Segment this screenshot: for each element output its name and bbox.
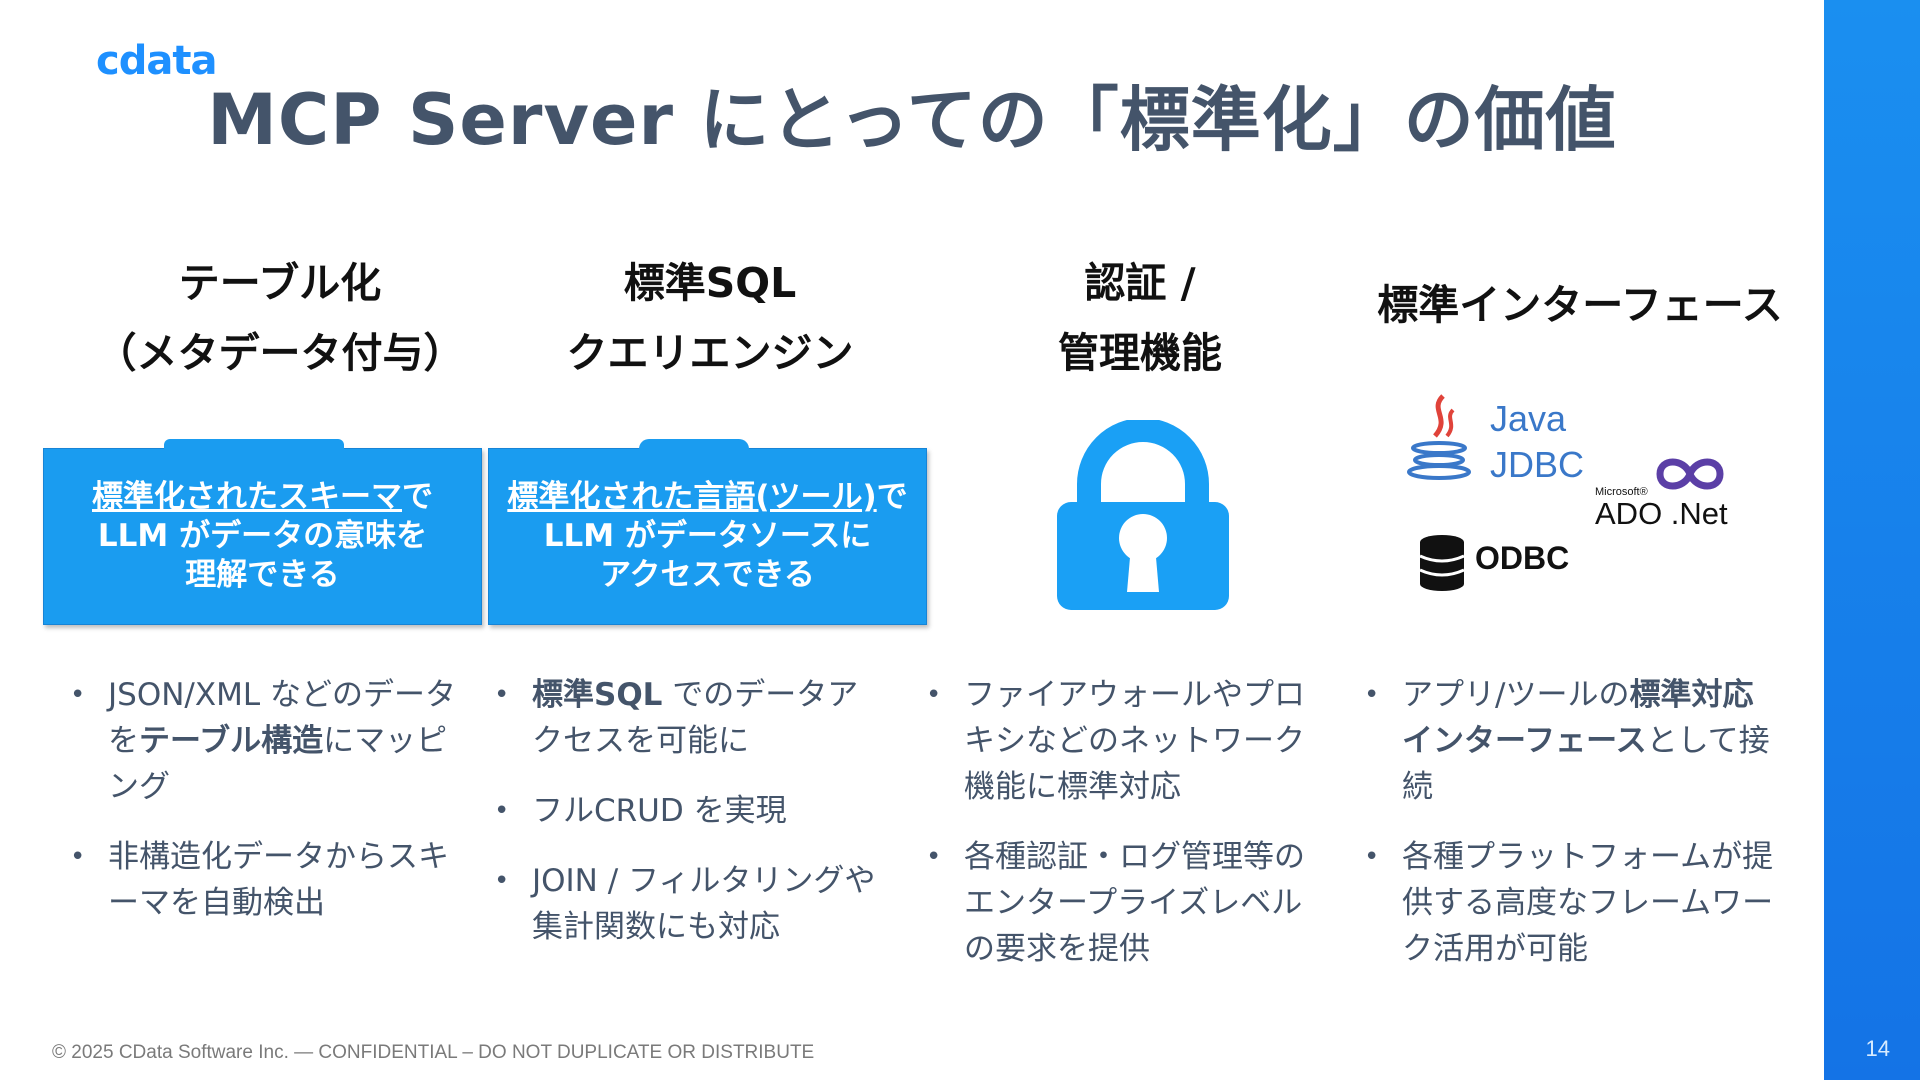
column-heading-1: テーブル化 （メタデータ付与） xyxy=(60,248,500,388)
bullet-text: として接続 xyxy=(1402,723,1770,805)
java-label: Java JDBC xyxy=(1490,396,1584,488)
bullet-bold: 標準対応インターフェース xyxy=(1402,677,1754,759)
heading-line: 管理機能 xyxy=(1058,329,1222,377)
page-number: 14 xyxy=(1865,1036,1890,1061)
bullet-list-2: 標準SQL でのデータアクセスを可能に フルCRUD を実現 JOIN / フィ… xyxy=(494,672,884,974)
gear-icon-peek xyxy=(639,439,749,449)
bullet-text: ファイアウォールやプロキシなどのネットワーク機能に標準対応 xyxy=(964,677,1305,805)
list-item: フルCRUD を実現 xyxy=(494,788,884,834)
column-heading-2: 標準SQL クエリエンジン xyxy=(490,248,930,388)
java-icon xyxy=(1407,394,1471,480)
heading-line: （メタデータ付与） xyxy=(95,329,465,377)
callout-language: 標準化された言語(ツール)で LLM がデータソースに アクセスできる xyxy=(488,439,927,625)
callout-line-3: 理解できる xyxy=(185,557,340,593)
heading-line: 認証 / xyxy=(1084,259,1196,307)
bullet-list-1: JSON/XML などのデータをテーブル構造にマッピング 非構造化データからスキ… xyxy=(70,672,470,950)
bullet-list-3: ファイアウォールやプロキシなどのネットワーク機能に標準対応 各種認証・ログ管理等… xyxy=(926,672,1316,996)
callout-line-1: 標準化された言語(ツール)で xyxy=(489,478,926,517)
heading-line: 標準SQL xyxy=(623,259,797,307)
list-item: ファイアウォールやプロキシなどのネットワーク機能に標準対応 xyxy=(926,672,1316,810)
list-item: 各種プラットフォームが提供する高度なフレームワーク活用が可能 xyxy=(1364,834,1774,972)
callout-schema: 標準化されたスキーマで LLM がデータの意味を 理解できる xyxy=(43,439,482,625)
database-icon xyxy=(1419,535,1465,591)
bullet-text: 各種認証・ログ管理等のエンタープライズレベルの要求を提供 xyxy=(964,839,1305,967)
bullet-text: JOIN / フィルタリングや集計関数にも対応 xyxy=(532,863,876,945)
callout-line-1: 標準化されたスキーマで xyxy=(44,478,481,517)
footer-copyright: © 2025 CData Software Inc. — CONFIDENTIA… xyxy=(52,1042,815,1063)
callout-underlined: 標準化されたスキーマ xyxy=(92,479,402,515)
list-item: JOIN / フィルタリングや集計関数にも対応 xyxy=(494,858,884,950)
callout-underlined: 標準化された言語(ツール) xyxy=(507,479,877,515)
interface-logos: Java JDBC Microsoft® ADO .Net ODBC xyxy=(1395,392,1785,602)
list-item: 各種認証・ログ管理等のエンタープライズレベルの要求を提供 xyxy=(926,834,1316,972)
bullet-text: フルCRUD を実現 xyxy=(532,793,787,829)
bullet-text: アプリ/ツールの xyxy=(1402,677,1630,713)
bullet-text: JSON/XML などのデータを xyxy=(108,677,456,759)
callout-line-2: LLM がデータソースに xyxy=(543,518,872,554)
bullet-text: 各種プラットフォームが提供する高度なフレームワーク活用が可能 xyxy=(1402,839,1774,967)
list-item: 標準SQL でのデータアクセスを可能に xyxy=(494,672,884,764)
odbc-label: ODBC xyxy=(1475,540,1570,576)
table-icon-peek xyxy=(164,439,344,449)
list-item: 非構造化データからスキーマを自動検出 xyxy=(70,834,470,926)
list-item: アプリ/ツールの標準対応インターフェースとして接続 xyxy=(1364,672,1774,810)
java-text: Java xyxy=(1490,398,1567,439)
list-item: JSON/XML などのデータをテーブル構造にマッピング xyxy=(70,672,470,810)
heading-line: テーブル化 xyxy=(178,259,382,307)
infinity-icon xyxy=(1656,458,1724,490)
page-title: MCP Server にとっての「標準化」の価値 xyxy=(207,79,1617,161)
sidebar-band xyxy=(1824,0,1920,1080)
heading-line: クエリエンジン xyxy=(566,329,854,377)
microsoft-label: Microsoft® xyxy=(1595,486,1648,498)
bullet-list-4: アプリ/ツールの標準対応インターフェースとして接続 各種プラットフォームが提供す… xyxy=(1364,672,1774,996)
ado-net-label: ADO .Net xyxy=(1595,496,1728,531)
callout-suffix: で xyxy=(876,479,908,515)
column-heading-4: 標準インターフェース xyxy=(1360,270,1800,340)
callout-line-3: アクセスできる xyxy=(600,557,815,593)
heading-line: 標準インターフェース xyxy=(1377,281,1783,329)
cdata-logo: cdata xyxy=(96,38,217,84)
bullet-text: にマッピング xyxy=(108,723,448,805)
lock-icon xyxy=(1057,420,1229,610)
bullet-bold: テーブル構造 xyxy=(139,723,324,759)
bullet-bold: 標準SQL xyxy=(532,677,663,713)
callout-line-2: LLM がデータの意味を xyxy=(97,518,428,554)
column-heading-3: 認証 / 管理機能 xyxy=(920,248,1360,388)
bullet-text: でのデータアクセスを可能に xyxy=(532,677,859,759)
bullet-text: 非構造化データからスキーマを自動検出 xyxy=(108,839,449,921)
callout-suffix: で xyxy=(402,479,433,515)
jdbc-text: JDBC xyxy=(1490,444,1585,485)
